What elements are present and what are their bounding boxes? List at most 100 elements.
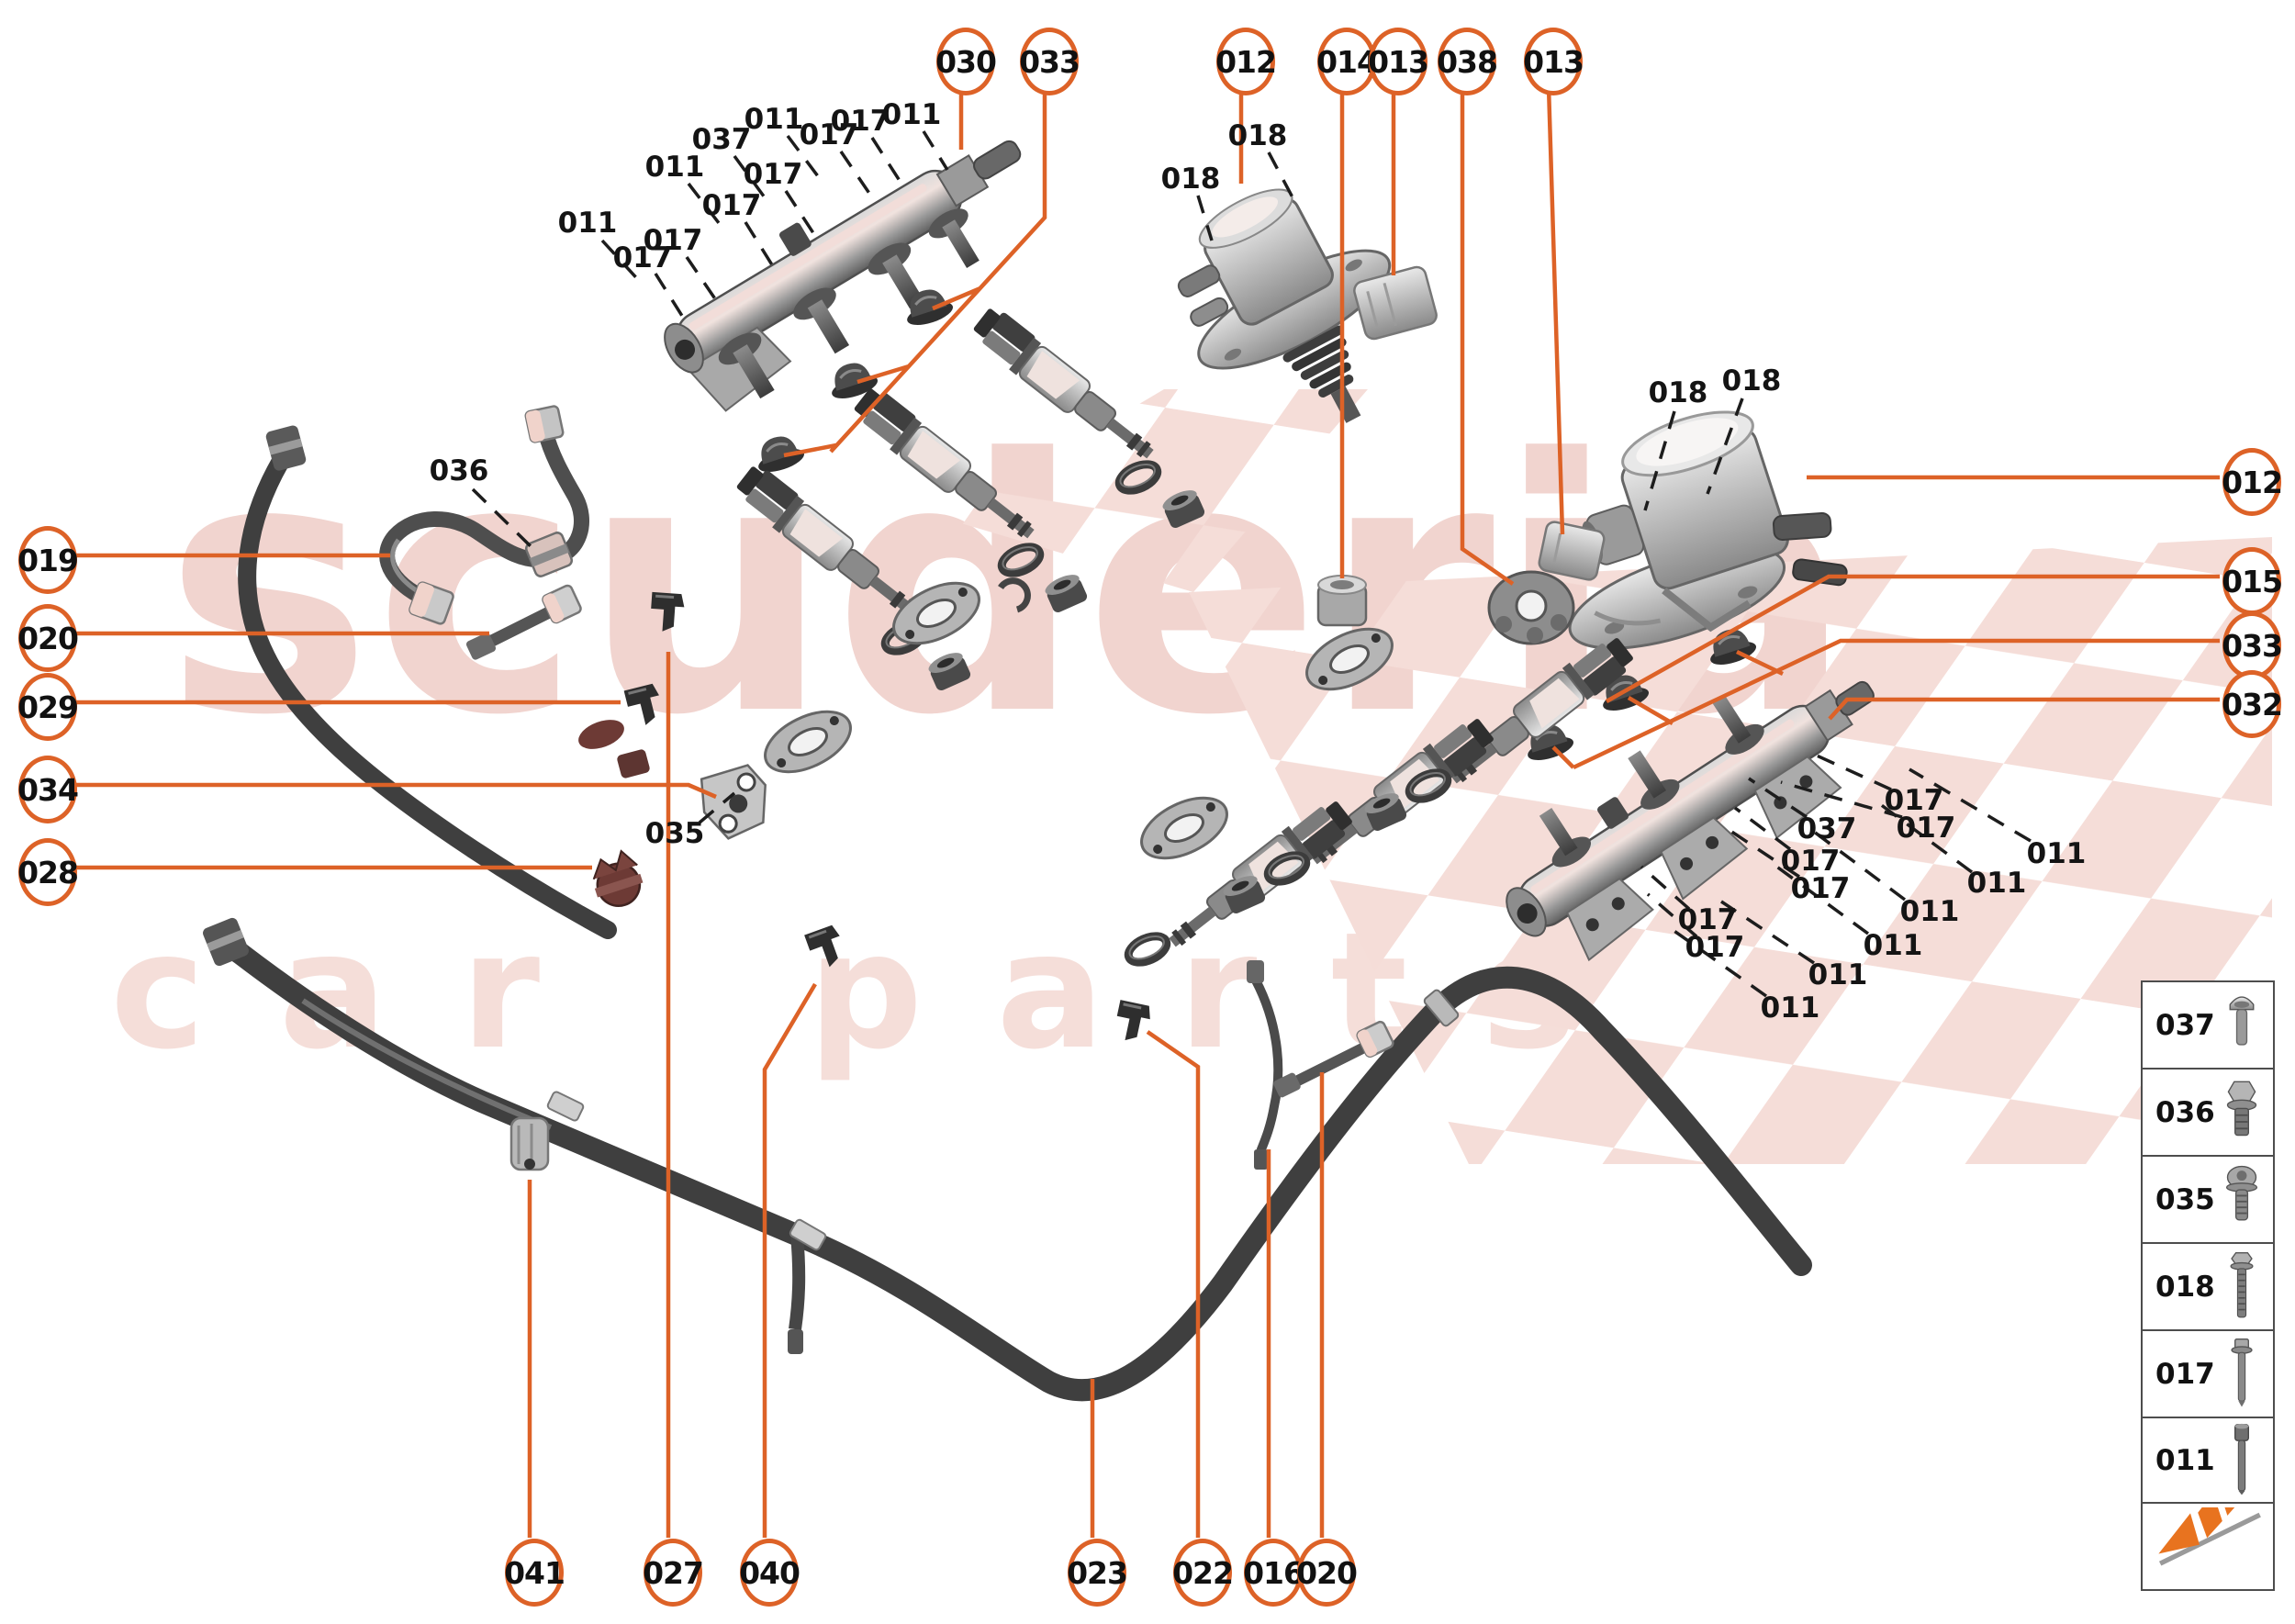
callout-badge-038-5[interactable]: 038 bbox=[1437, 28, 1498, 95]
leader-line bbox=[1460, 86, 1515, 586]
bolt-long-icon bbox=[2231, 1338, 2253, 1407]
callout-badge-015-13[interactable]: 015 bbox=[2222, 547, 2283, 615]
label-dash-line bbox=[870, 137, 903, 185]
fuel-pipe-020 bbox=[465, 584, 582, 660]
callout-badge-label: 023 bbox=[1067, 1554, 1128, 1591]
part-number-label: 011 bbox=[1760, 991, 1820, 1025]
label-dash-line bbox=[1909, 767, 2032, 843]
fuel-pipe-019 bbox=[379, 405, 589, 625]
callout-badge-label: 027 bbox=[643, 1554, 704, 1591]
leader-line bbox=[71, 782, 717, 800]
bracket-035 bbox=[700, 764, 767, 840]
callout-badge-016-21[interactable]: 016 bbox=[1243, 1539, 1304, 1607]
legend-row: 036 bbox=[2141, 1068, 2275, 1155]
label-dash-line bbox=[839, 151, 874, 198]
checkered-flag-band bbox=[946, 389, 1368, 592]
part-number-label: 017 bbox=[1896, 812, 1956, 845]
callout-badge-label: 022 bbox=[1172, 1554, 1234, 1591]
part-number-label: 017 bbox=[701, 189, 762, 222]
callout-badge-020-8[interactable]: 020 bbox=[17, 604, 79, 672]
part-number-label: 017 bbox=[830, 105, 890, 138]
callout-badge-label: 033 bbox=[1019, 43, 1080, 80]
part-number-label: 011 bbox=[744, 103, 804, 136]
part-number-label: 018 bbox=[1721, 364, 1782, 398]
label-dash-line bbox=[685, 256, 720, 304]
part-number-label: 011 bbox=[1863, 929, 1923, 962]
label-dash-line bbox=[687, 182, 727, 233]
callout-badge-020-22[interactable]: 020 bbox=[1296, 1539, 1358, 1607]
part-number-label: 018 bbox=[1648, 376, 1708, 409]
callout-badge-012-12[interactable]: 012 bbox=[2222, 448, 2283, 516]
part-number-label: 011 bbox=[1808, 958, 1868, 991]
label-dash-line bbox=[1646, 892, 1698, 938]
label-dash-line bbox=[1643, 410, 1676, 511]
fuel-pipe-020-lower bbox=[1273, 1020, 1394, 1098]
label-dash-line bbox=[1871, 797, 1974, 874]
label-dash-line bbox=[1770, 861, 1870, 935]
callout-badge-label: 012 bbox=[1215, 43, 1277, 80]
callout-badge-022-20[interactable]: 022 bbox=[1172, 1539, 1234, 1607]
callout-badge-041-16[interactable]: 041 bbox=[504, 1539, 565, 1607]
screw-pan-icon bbox=[2229, 995, 2255, 1046]
screw-socket-cap-icon bbox=[2234, 1422, 2249, 1495]
part-number-label: 017 bbox=[1685, 931, 1745, 964]
label-dash-lines bbox=[471, 130, 2032, 998]
callout-badge-040-18[interactable]: 040 bbox=[739, 1539, 800, 1607]
legend-row: 017 bbox=[2141, 1329, 2275, 1417]
callout-badge-028-11[interactable]: 028 bbox=[17, 838, 79, 906]
label-dash-line bbox=[698, 791, 736, 824]
callout-badge-013-4[interactable]: 013 bbox=[1368, 28, 1429, 95]
callout-badge-label: 020 bbox=[1296, 1554, 1358, 1591]
cushion-clamp-041 bbox=[509, 1116, 550, 1171]
fuel-hose-main bbox=[203, 917, 1812, 1402]
callout-badge-034-10[interactable]: 034 bbox=[17, 756, 79, 823]
callout-badge-033-14[interactable]: 033 bbox=[2222, 611, 2283, 679]
leader-line bbox=[1605, 574, 2220, 703]
part-number-label: 037 bbox=[1797, 812, 1857, 846]
legend-row: 011 bbox=[2141, 1417, 2275, 1504]
pump-cover-cap bbox=[1353, 265, 1438, 341]
callout-badge-label: 012 bbox=[2222, 464, 2283, 500]
label-dash-line bbox=[784, 190, 819, 240]
part-number-label: 018 bbox=[1160, 162, 1221, 196]
callout-badge-033-1[interactable]: 033 bbox=[1019, 28, 1080, 95]
callout-badge-013-6[interactable]: 013 bbox=[1523, 28, 1584, 95]
label-dash-line bbox=[1780, 780, 1903, 819]
callout-badge-012-2[interactable]: 012 bbox=[1215, 28, 1277, 95]
label-dash-line bbox=[1805, 824, 1907, 902]
callout-badge-label: 013 bbox=[1523, 43, 1584, 80]
legend-part-number: 017 bbox=[2155, 1357, 2215, 1391]
pump-flange-ring bbox=[1487, 570, 1575, 645]
callout-badge-030-0[interactable]: 030 bbox=[935, 28, 997, 95]
roller-tappet bbox=[1316, 575, 1368, 627]
legend-arrow-cell bbox=[2141, 1504, 2275, 1591]
callout-badge-label: 015 bbox=[2222, 563, 2283, 599]
leader-line bbox=[1551, 638, 2220, 770]
part-number-label: 017 bbox=[612, 241, 673, 274]
part-number-label: 017 bbox=[1780, 845, 1841, 878]
callout-badge-label: 013 bbox=[1368, 43, 1429, 80]
part-number-label: 011 bbox=[2026, 837, 2087, 870]
part-number-label: 011 bbox=[644, 151, 705, 184]
watermark-row-left: car bbox=[110, 899, 613, 1085]
label-dash-line bbox=[1730, 829, 1800, 879]
leader-line bbox=[783, 86, 1047, 458]
part-number-label: 017 bbox=[799, 118, 859, 151]
part-number-label: 017 bbox=[743, 158, 803, 191]
leader-line bbox=[1828, 697, 2220, 721]
part-number-label: 011 bbox=[1899, 895, 1960, 928]
callout-badge-label: 020 bbox=[17, 620, 79, 656]
callout-badge-label: 030 bbox=[935, 43, 997, 80]
callout-badge-019-7[interactable]: 019 bbox=[17, 526, 79, 594]
c-clip bbox=[998, 577, 1031, 613]
label-dash-line bbox=[654, 273, 688, 324]
label-dash-line bbox=[922, 130, 949, 171]
callout-badge-029-9[interactable]: 029 bbox=[17, 673, 79, 741]
callout-badge-032-15[interactable]: 032 bbox=[2222, 670, 2283, 738]
rail-injector-ports bbox=[1539, 695, 1764, 868]
callout-badge-label: 032 bbox=[2222, 686, 2283, 722]
callout-badge-027-17[interactable]: 027 bbox=[643, 1539, 704, 1607]
part-number-label: 011 bbox=[1966, 867, 2027, 900]
callout-badge-label: 019 bbox=[17, 542, 79, 578]
callout-badge-023-19[interactable]: 023 bbox=[1067, 1539, 1128, 1607]
